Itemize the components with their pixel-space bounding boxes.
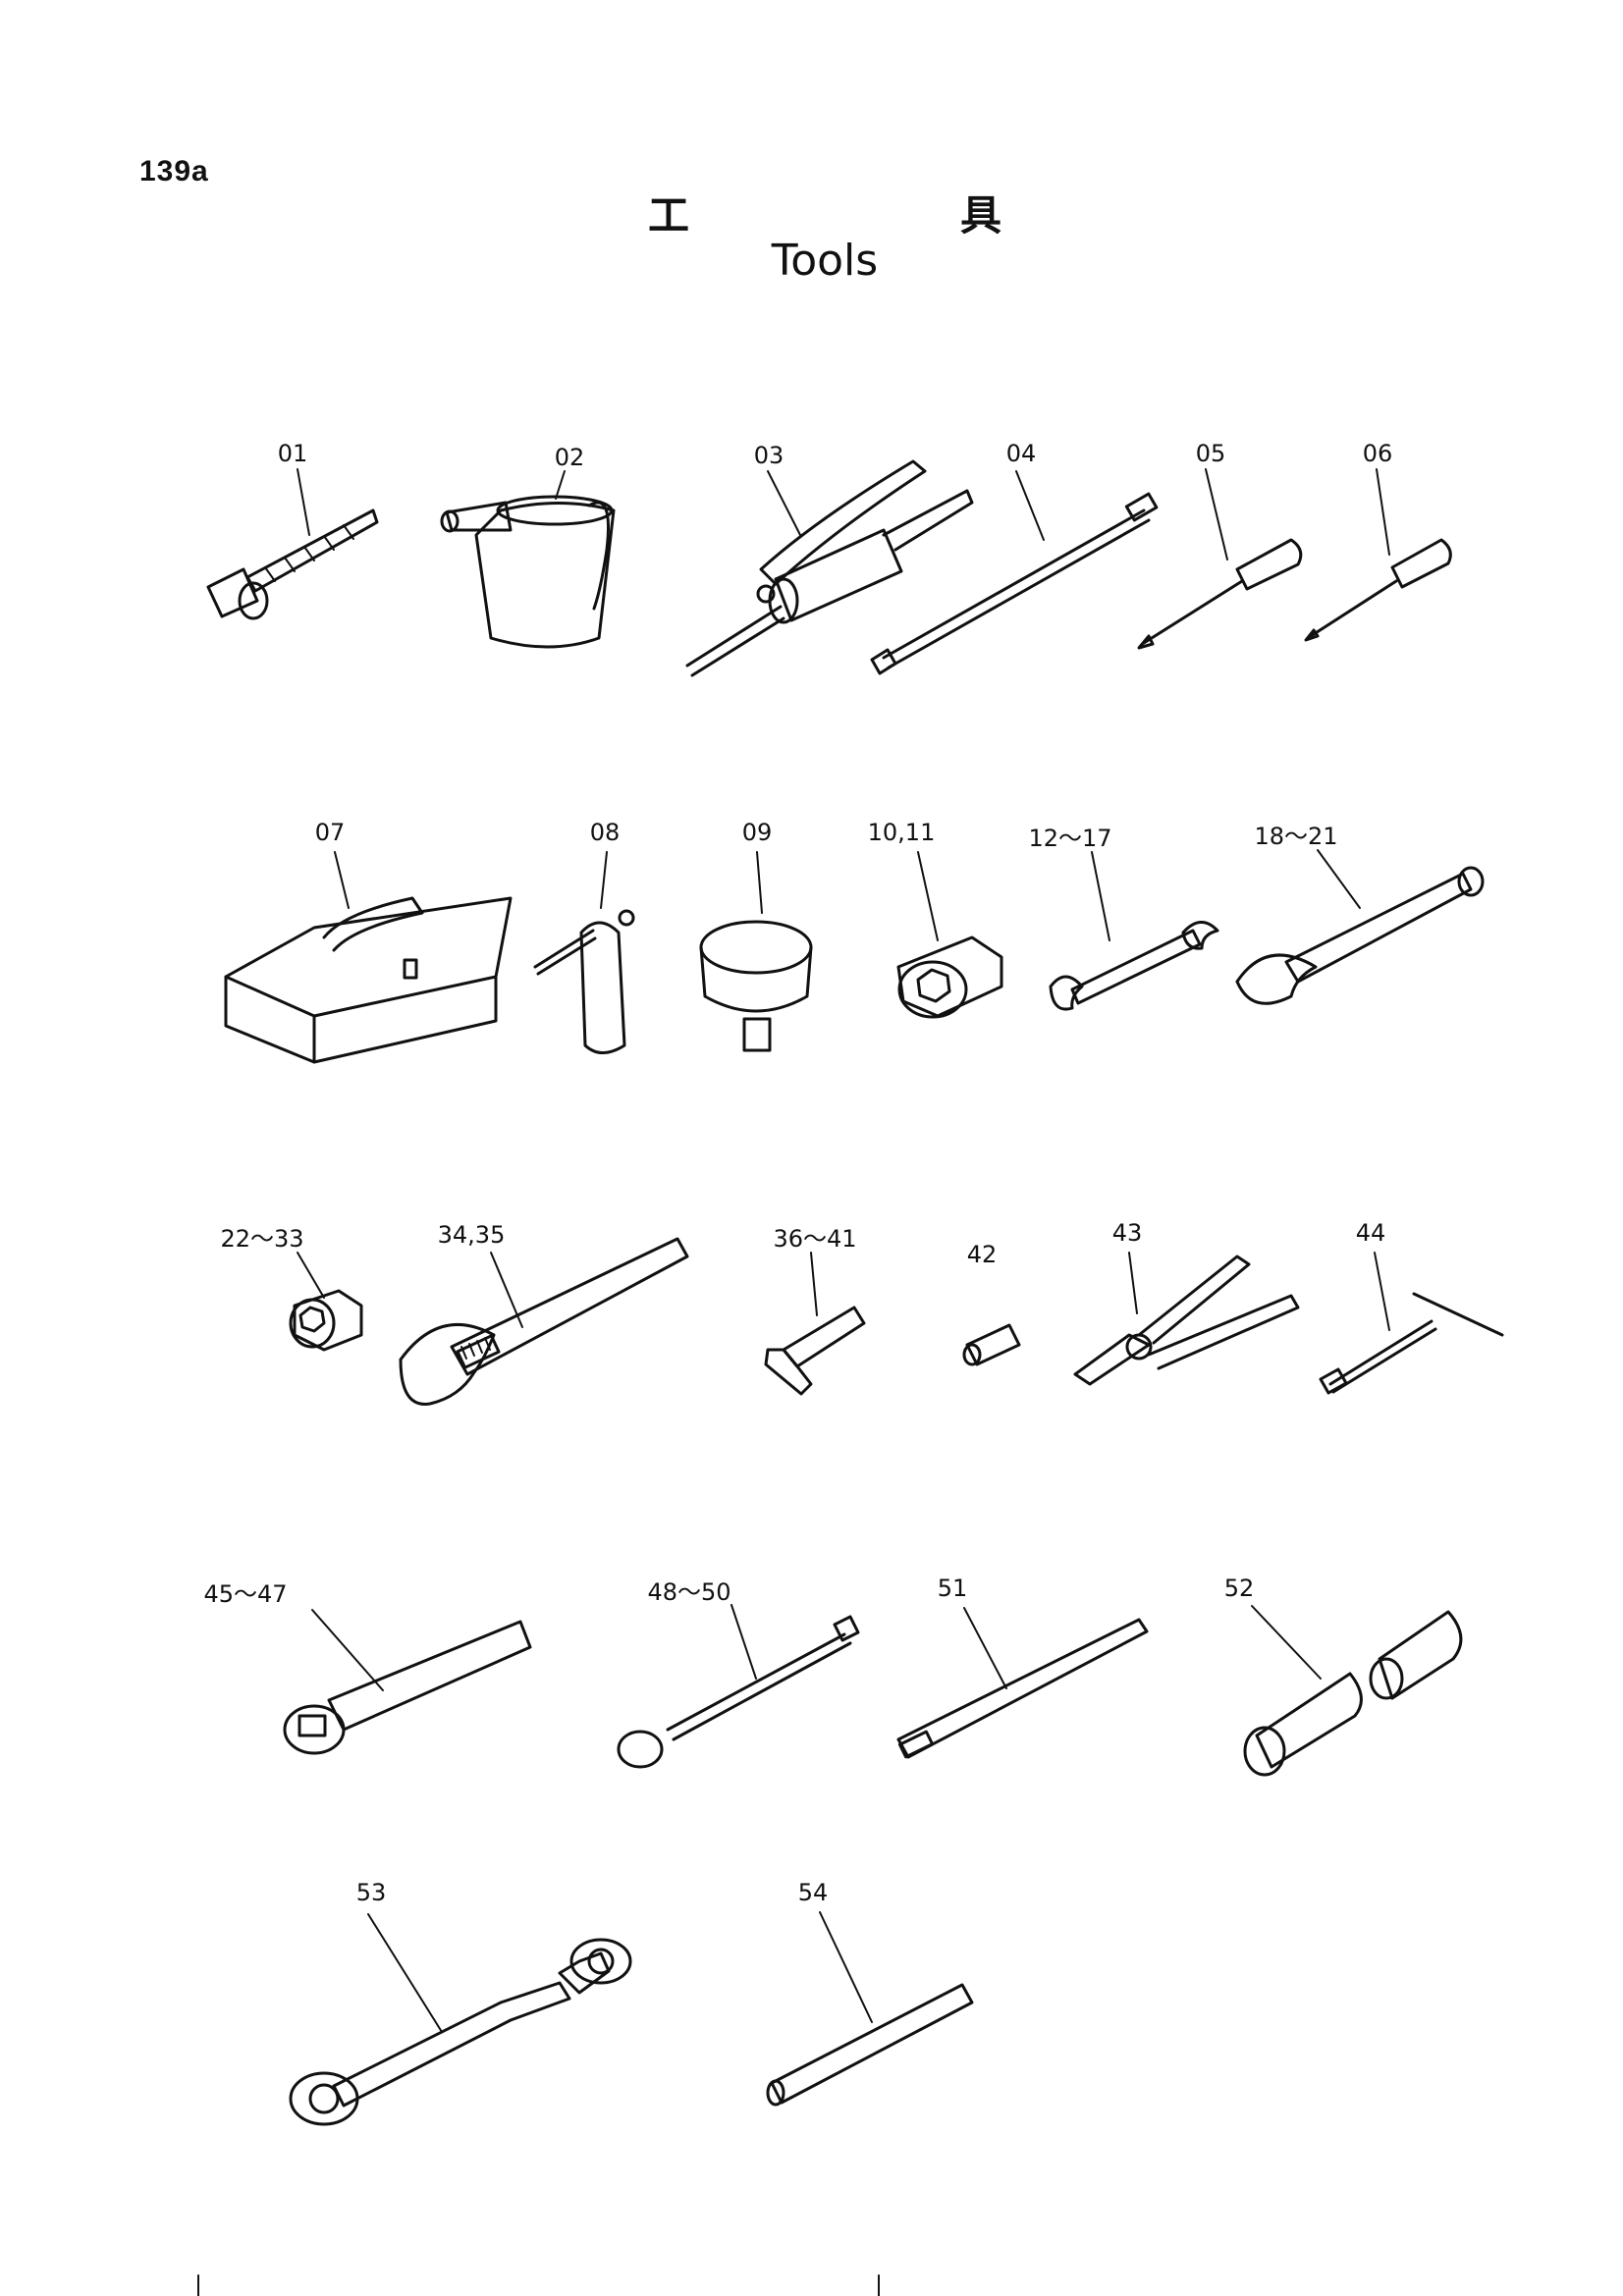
callout-10-11: 10,11 [867,819,936,846]
callout-05: 05 [1195,440,1226,467]
tool-strainer-09 [699,851,813,1052]
tool-oil-can-02 [440,470,616,649]
callout-01: 01 [277,440,308,467]
tool-adjustable-wrench-34-35 [399,1237,689,1406]
tool-extension-48-50 [617,1604,860,1769]
tool-extension-bar-04 [870,470,1159,675]
callout-34-35: 34,35 [437,1221,506,1249]
tool-grease-gun-03 [685,459,974,677]
tool-ratchet-45-47 [283,1609,532,1755]
tool-oiler-08 [533,851,635,1054]
callout-42: 42 [966,1241,998,1268]
tool-screwdriver-05 [1137,468,1303,650]
callout-12-17: 12～17 [1028,825,1112,852]
callout-03: 03 [753,442,784,469]
callout-43: 43 [1111,1219,1143,1247]
callout-45-47: 45～47 [203,1580,288,1608]
callout-51: 51 [937,1575,968,1602]
tool-hammer-01 [206,468,379,620]
callout-07: 07 [314,819,346,846]
page-title-english: Tools [771,236,879,286]
page-title-japanese: 工 具 [648,183,1001,242]
tool-screwdriver-06 [1304,468,1452,642]
tool-bar-54 [766,1911,974,2107]
footer-marks [197,2274,880,2296]
tool-t-wrench-44 [1319,1252,1504,1395]
callout-53: 53 [355,1879,387,1906]
tool-socket-10-11 [896,851,1003,1019]
callout-02: 02 [554,444,585,471]
tool-socket-22-33 [289,1252,363,1352]
callout-44: 44 [1355,1219,1386,1247]
callout-08: 08 [589,819,621,846]
callout-22-33: 22～33 [220,1225,304,1253]
callout-09: 09 [741,819,773,846]
callout-52: 52 [1223,1575,1255,1602]
callout-36-41: 36～41 [773,1225,857,1253]
callout-18-21: 18～21 [1254,823,1338,850]
callout-54: 54 [797,1879,829,1906]
page-number: 139a [139,155,209,187]
tool-spanner-12-17 [1049,851,1219,1011]
tool-spanner-18-21 [1235,849,1485,1005]
tool-ring-spanner-53 [289,1913,632,2126]
tool-bar-51 [896,1607,1149,1759]
callout-04: 04 [1005,440,1037,467]
title-jp-char-1: 工 [648,191,690,240]
tool-socket-pair-52 [1243,1605,1463,1777]
callout-06: 06 [1362,440,1393,467]
tool-box-07 [224,851,513,1064]
callout-48-50: 48～50 [647,1578,731,1606]
title-jp-char-2: 具 [959,191,1001,240]
tool-pliers-43 [1073,1252,1300,1386]
tool-pin-42 [962,1323,1021,1366]
tool-hex-key-36-41 [764,1252,866,1396]
